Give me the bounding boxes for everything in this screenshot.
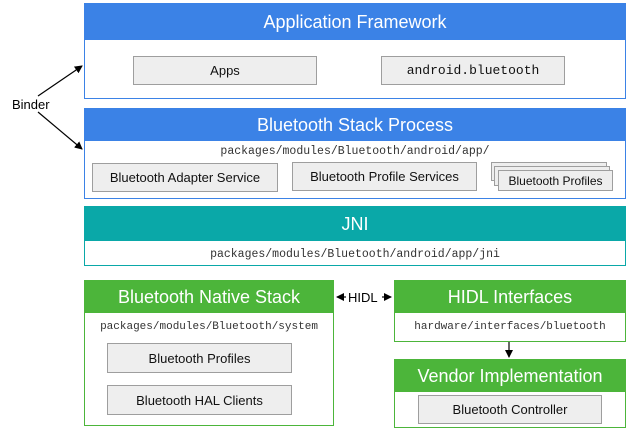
binder-arrow-down [37,111,83,150]
bluetooth-profile-services-box: Bluetooth Profile Services [292,162,477,191]
hidl-interfaces-panel: HIDL Interfaces hardware/interfaces/blue… [394,280,626,342]
binder-arrow-up [37,65,83,97]
hidl-interfaces-title: HIDL Interfaces [395,281,625,313]
android-bluetooth-box: android.bluetooth [381,56,565,85]
bluetooth-controller-box: Bluetooth Controller [418,395,602,424]
native-bluetooth-profiles-box: Bluetooth Profiles [107,343,292,373]
bluetooth-profiles-stack-box: Bluetooth Profiles [498,170,613,191]
vendor-implementation-panel: Vendor Implementation Bluetooth Controll… [394,359,626,428]
bluetooth-stack-process-panel: Bluetooth Stack Process packages/modules… [84,108,626,199]
bluetooth-hal-clients-box: Bluetooth HAL Clients [107,385,292,415]
bluetooth-native-stack-title: Bluetooth Native Stack [85,281,333,313]
application-framework-title: Application Framework [85,4,625,40]
stack-path-label: packages/modules/Bluetooth/android/app/ [220,145,490,158]
jni-title: JNI [85,207,625,241]
bluetooth-adapter-service-box: Bluetooth Adapter Service [92,163,278,192]
native-path-label: packages/modules/Bluetooth/system [100,321,318,333]
application-framework-panel: Application Framework Apps android.bluet… [84,3,626,99]
jni-path-label: packages/modules/Bluetooth/android/app/j… [210,248,500,261]
vendor-implementation-title: Vendor Implementation [395,360,625,392]
apps-box: Apps [133,56,317,85]
binder-label: Binder [12,97,50,112]
bluetooth-native-stack-panel: Bluetooth Native Stack packages/modules/… [84,280,334,426]
bluetooth-stack-process-title: Bluetooth Stack Process [85,109,625,141]
hidl-link-label: HIDL [348,290,378,305]
hidl-path-label: hardware/interfaces/bluetooth [414,321,606,333]
jni-panel: JNI packages/modules/Bluetooth/android/a… [84,206,626,266]
